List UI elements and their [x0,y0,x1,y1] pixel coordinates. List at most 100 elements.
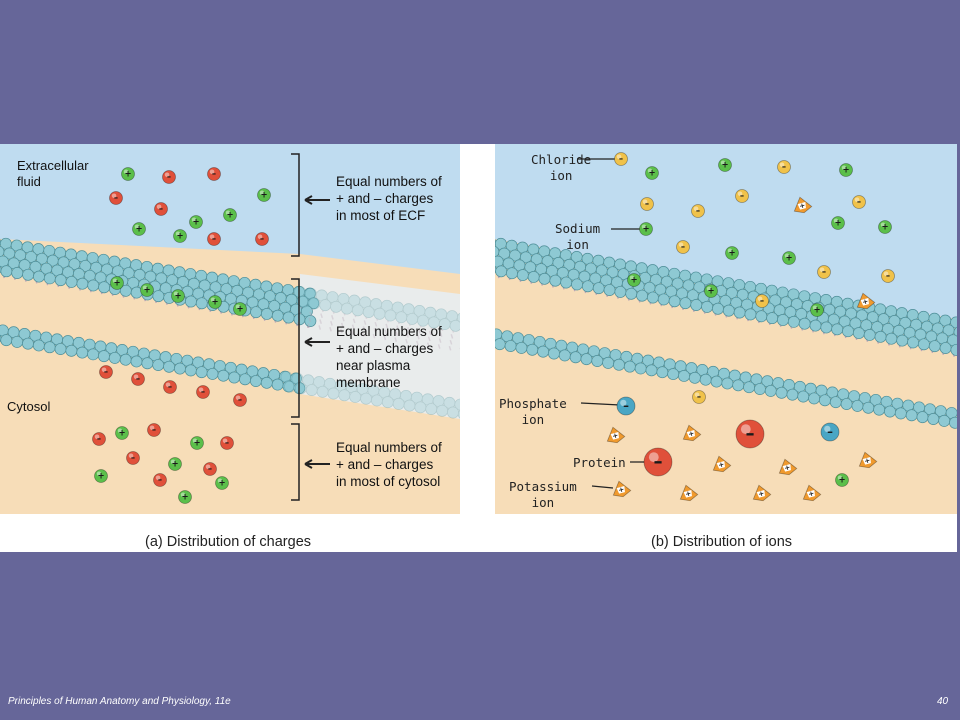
lipid-head [362,306,375,318]
chloride-ion: – [614,152,628,166]
lipid-tail [427,336,431,342]
negative-charge: – [162,170,176,184]
chloride-ion: – [777,160,791,174]
label-ecf-line2: fluid [17,174,41,189]
lipid-head [820,321,833,334]
lipid-tail [331,315,334,320]
lipid-tail [319,319,323,324]
positive-charge: + [110,276,124,290]
svg-text:–: – [208,464,212,474]
lipid-head [744,308,757,321]
lipid-head [537,345,550,358]
lipid-head [163,360,176,373]
lipid-head [447,406,459,419]
lipid-head [646,291,659,304]
lipid-head [54,274,67,287]
svg-text:–: – [238,395,242,405]
lipid-tail [450,334,454,339]
lipid-head [395,311,408,324]
lipid-tail [343,304,347,310]
lipid-head [939,342,952,355]
svg-text:–: – [225,438,229,448]
lipid-head [356,383,369,395]
lipid-head [427,316,440,329]
note-cytosol-line: Equal numbers of [336,440,442,455]
lipid-head [432,395,445,408]
lipid-head [732,379,745,392]
negative-charge: – [207,232,221,246]
lipid-head [786,388,799,401]
lipid-head [141,357,154,370]
svg-text:+: + [838,475,845,485]
lipid-tail [384,329,388,335]
panel-a-illustration: +++++++++++++++++––––––––––––––––– [0,144,460,514]
lipid-head [636,289,649,302]
sodium-ion: + [725,246,739,260]
note-membrane-line: + and – charges [336,341,434,356]
svg-text:+: + [707,286,714,296]
lipid-tail [355,300,359,306]
lipid-head [863,329,876,341]
lipid-head [613,358,625,371]
lipid-tail [375,316,379,321]
negative-charge: – [203,462,217,476]
sodium-ion: + [839,163,853,177]
lipid-tail [399,307,402,313]
lipid-head [438,318,451,331]
lipid-head [400,389,412,402]
lipid-head [307,297,320,310]
note-membrane-line: membrane [336,375,401,390]
lipid-tail [431,312,435,318]
sodium-ion: + [639,222,653,236]
lipid-head [392,397,405,410]
lipid-head [98,281,111,294]
svg-text:+: + [226,210,233,220]
lipid-head [326,291,339,304]
svg-text:–: – [97,434,101,444]
ions-layer: ++++++++++++–––––––––––––––+++++++++++ [606,152,895,502]
lipid-tail [312,293,315,299]
lipid-head [76,277,89,290]
note-ecf-line: in most of ECF [336,208,426,223]
lipid-head [32,339,45,352]
lipid-head [625,287,638,300]
lipid-tail [330,320,333,326]
footer-book-title: Principles of Human Anatomy and Physiolo… [8,696,231,707]
svg-text:–: – [857,197,861,207]
lipid-head [410,391,423,404]
lipid-head [316,385,329,398]
lipid-tail [350,330,354,336]
note-ecf-line: Equal numbers of [336,174,442,189]
lipid-head [403,399,416,412]
lipid-tail [397,319,400,325]
lipid-tail [398,313,401,319]
protein: – [735,419,765,449]
negative-charge: – [154,202,168,216]
svg-text:+: + [630,275,637,285]
svg-text:+: + [834,218,841,228]
lipid-head [436,404,449,417]
lipid-tail [318,325,322,330]
lipid-head [217,369,230,382]
lipid-head [130,355,143,368]
phosphate-ion: – [820,422,840,442]
brace-bottom [291,423,330,501]
chloride-ion: – [755,294,769,308]
lipid-head [905,409,918,422]
label-phosphate-ion: Phosphate ion [499,396,567,428]
sodium-ion: + [627,273,641,287]
lipid-head [645,364,658,377]
lipid-tail [321,307,324,313]
note-cytosol: Equal numbers of + and – charges in most… [336,439,442,490]
lipid-head [896,334,909,347]
lipid-head [54,343,67,355]
svg-text:+: + [174,291,181,301]
lipid-head [389,388,402,401]
svg-text:–: – [653,452,662,473]
lipid-tail [407,327,410,332]
lipid-tail [418,322,422,328]
lipid-tail [429,324,433,330]
svg-text:+: + [783,463,791,472]
sodium-ion: + [718,158,732,172]
svg-text:–: – [623,399,629,413]
